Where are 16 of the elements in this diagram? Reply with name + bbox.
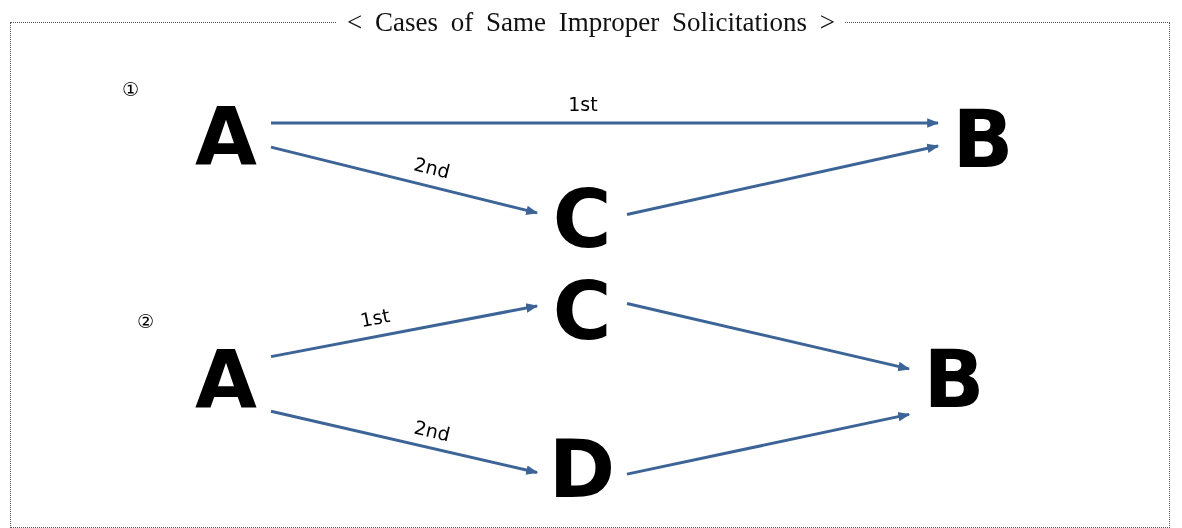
node-letter: D bbox=[537, 432, 627, 508]
arrow bbox=[270, 145, 539, 215]
node-letter: C bbox=[537, 182, 627, 258]
arrow bbox=[626, 302, 911, 372]
arrow bbox=[270, 409, 539, 475]
case-number: ① bbox=[122, 80, 140, 99]
case-number: ② bbox=[137, 312, 155, 331]
node-letter: B bbox=[909, 342, 999, 418]
arrow bbox=[626, 143, 940, 216]
arrow bbox=[271, 118, 940, 128]
node-letter: A bbox=[181, 100, 271, 176]
node-letter: A bbox=[181, 343, 271, 419]
node-letter: C bbox=[537, 274, 627, 350]
arrow bbox=[626, 411, 911, 476]
arrow bbox=[270, 303, 539, 359]
node-letter: B bbox=[938, 102, 1028, 178]
